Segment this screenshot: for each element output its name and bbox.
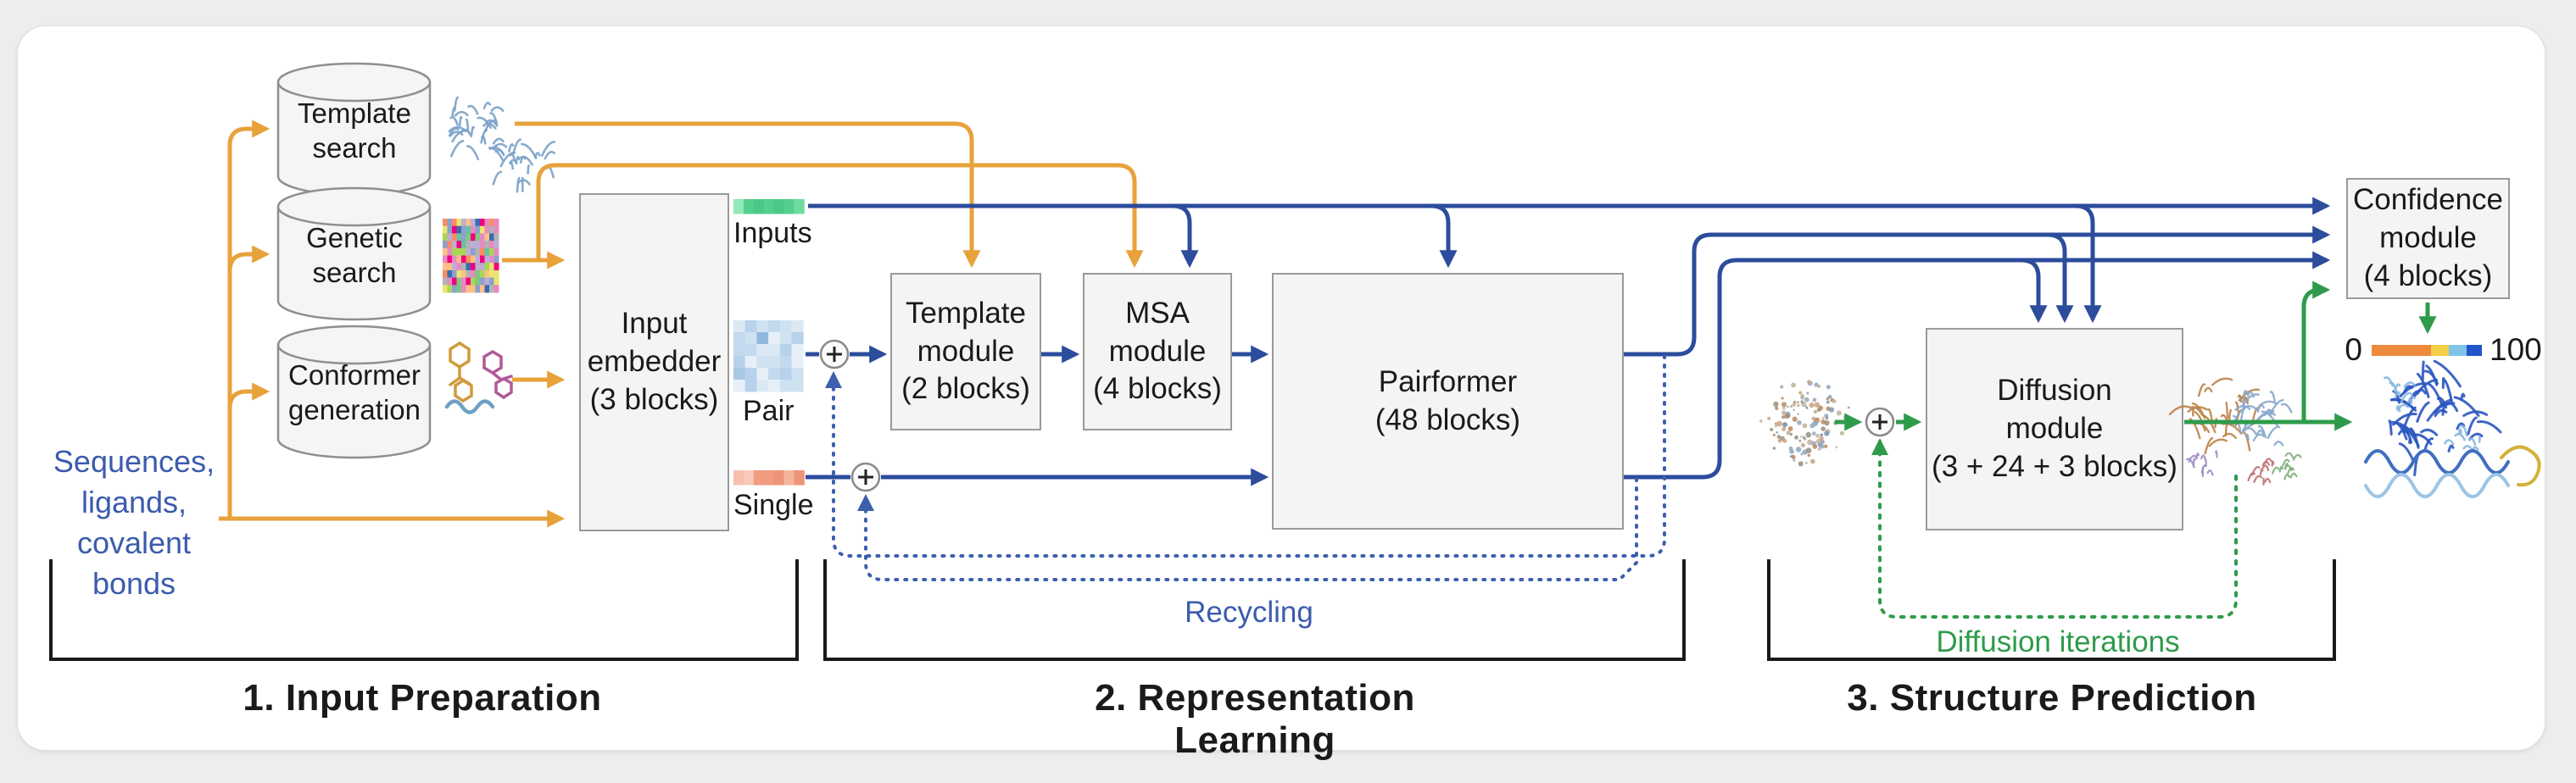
- diffusion-iterations-label: Diffusion iterations: [1936, 625, 2180, 658]
- input-embedder-module: Input embedder (3 blocks): [579, 193, 729, 531]
- single-representation-strip: [733, 470, 805, 486]
- input-flow-arrows: [219, 119, 1144, 528]
- stage3-label: 3. Structure Prediction: [1847, 677, 2257, 719]
- stage2-label: 2. Representation Learning: [1095, 677, 1415, 761]
- dna-helix-icon: [2364, 445, 2541, 498]
- arrow-trunk-to-conformer-generation: [227, 382, 270, 409]
- ligand-molecules-icon: [444, 341, 513, 414]
- recycle-single-loop: [857, 477, 1638, 581]
- msa-module: MSA module (4 blocks): [1083, 273, 1232, 430]
- template-search-label: Template search: [298, 97, 411, 164]
- noisy-coordinates-icon: [1759, 380, 1850, 467]
- arrow-single-out-to-diffusion: [2021, 258, 2048, 324]
- recycle-pair-loop: [825, 354, 1666, 558]
- template-module: Template module (2 blocks): [890, 273, 1041, 430]
- arrow-single-out-to-confidence: [1624, 251, 2331, 480]
- diffusion-iteration-arrows: [1871, 438, 2238, 619]
- genetic-search-label: Genetic search: [306, 221, 403, 288]
- arrow-inputs-to-pairformer: [1430, 203, 1458, 269]
- left-input-label: Sequences, ligands, covalent bonds: [53, 444, 215, 601]
- arrow-pair-out-to-confidence: [1624, 225, 2331, 357]
- diffusion-module: Diffusion module (3 + 24 + 3 blocks): [1926, 328, 2183, 530]
- conformer-generation-db: [276, 325, 432, 459]
- inputs-rep-label: Inputs: [733, 217, 812, 249]
- template-structures-icon: [448, 96, 556, 193]
- arrow-trunk-to-genetic-search: [227, 245, 270, 272]
- inputs-embedding-strip: [733, 199, 805, 214]
- representation-flow-arrows: [806, 197, 2331, 486]
- add-node-diffusion: [1865, 407, 1895, 437]
- bracket-structure-prediction: [1767, 559, 2336, 661]
- stage-brackets: [49, 559, 2336, 661]
- bracket-input-preparation: [49, 559, 799, 661]
- arrow-pair-out-to-diffusion: [2047, 232, 2074, 324]
- pairformer-module: Pairformer (48 blocks): [1272, 273, 1624, 530]
- add-node-pair: [819, 339, 850, 369]
- genetic-search-db: [276, 186, 432, 321]
- bracket-representation-learning: [823, 559, 1686, 661]
- pair-rep-label: Pair: [743, 395, 795, 427]
- add-node-single: [850, 462, 881, 492]
- stage1-label: 1. Input Preparation: [243, 677, 602, 719]
- arrow-msa-to-msa-module: [536, 163, 1144, 269]
- recycling-arrows: [825, 354, 1666, 581]
- diffusion-iteration-loop: [1871, 438, 2238, 619]
- confidence-scale-min: 0: [2345, 332, 2362, 367]
- arrow-templates-to-template-module: [515, 121, 981, 269]
- structure-flow-arrows: [1835, 280, 2437, 431]
- confidence-module: Confidence module (4 blocks): [2346, 178, 2510, 299]
- single-rep-label: Single: [733, 489, 814, 521]
- recycling-label: Recycling: [1185, 596, 1313, 629]
- arrow-inputs-to-diffusion: [2075, 203, 2102, 324]
- arrow-structure-to-confidence: [2301, 280, 2331, 422]
- msa-alignment-icon: [443, 219, 499, 293]
- arrow-inputs-to-msa-module: [1172, 203, 1199, 269]
- pair-representation-matrix: [733, 320, 804, 392]
- confidence-colorbar: [2372, 345, 2482, 356]
- arrow-trunk-to-template-search: [227, 119, 270, 519]
- confidence-scale-max: 100: [2490, 332, 2542, 367]
- conformer-generation-label: Conformer generation: [288, 358, 421, 425]
